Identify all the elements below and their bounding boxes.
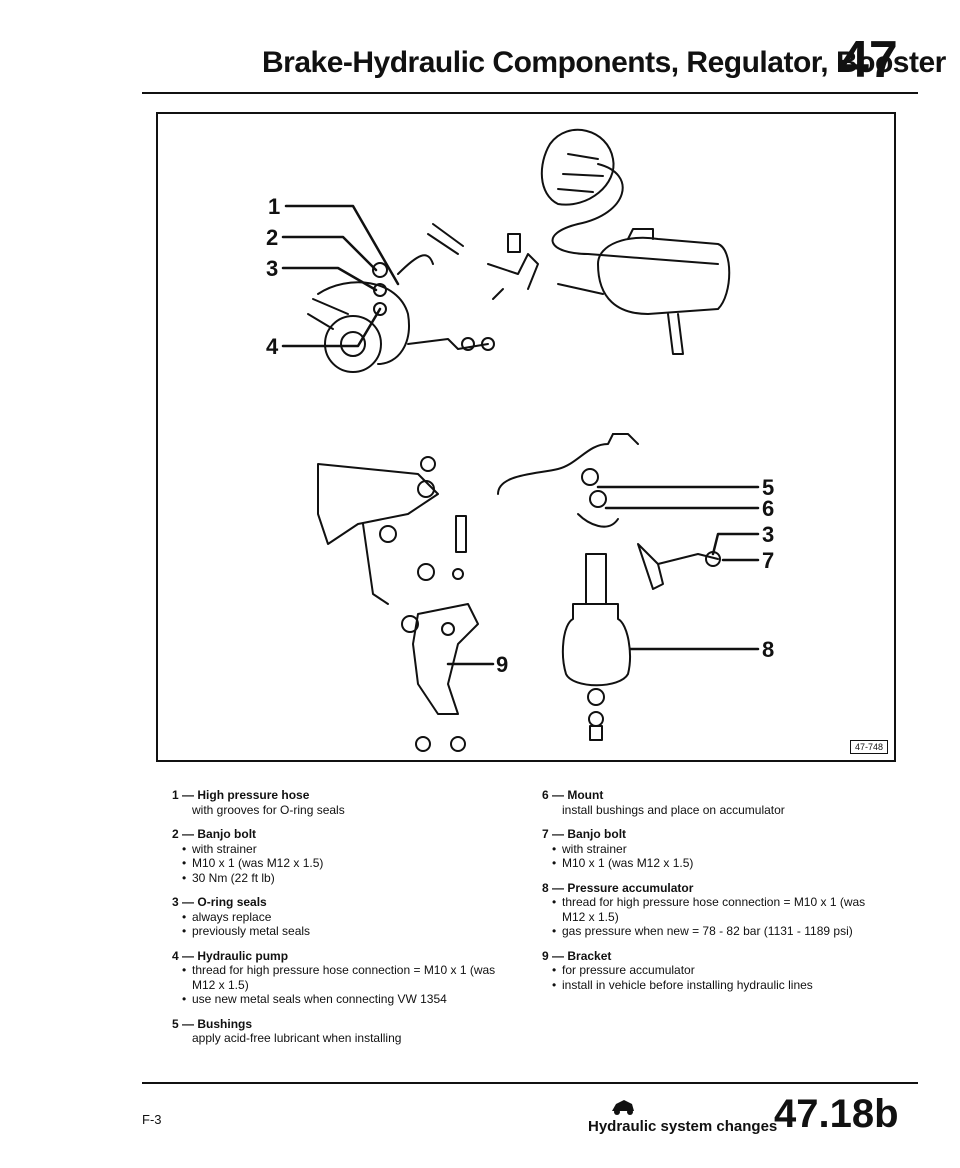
legend-item-name: Banjo bolt	[567, 827, 627, 841]
legend-item: 2 — Banjo boltwith strainerM10 x 1 (was …	[172, 827, 502, 885]
legend-item-title: 1 — High pressure hose	[172, 788, 310, 802]
fluid-tank-drawing	[557, 228, 731, 355]
footer-caption: Hydraulic system changes	[588, 1118, 778, 1135]
legend-item-number: 9	[542, 948, 549, 963]
legend-bullet: M10 x 1 (was M12 x 1.5)	[542, 856, 872, 871]
legend-item-title: 4 — Hydraulic pump	[172, 948, 289, 963]
footer-rule	[142, 1082, 918, 1084]
legend-bullet: with strainer	[542, 842, 872, 857]
legend-note: with grooves for O-ring seals	[192, 802, 345, 817]
legend-item-name: Bracket	[567, 948, 612, 963]
callout-leader-lines	[281, 204, 760, 666]
legend-bullet: thread for high pressure hose connection…	[542, 895, 872, 924]
callout-1: 1	[268, 194, 280, 219]
legend-item-number: 7	[542, 827, 549, 841]
legend-item-title: 8 — Pressure accumulator	[542, 880, 694, 895]
legend-item-number: 4	[172, 948, 179, 963]
legend-bullet: thread for high pressure hose connection…	[172, 963, 502, 992]
legend-bullet: always replace	[172, 910, 502, 925]
page-id: F-3	[142, 1112, 162, 1127]
callout-2: 2	[266, 225, 278, 250]
legend-item-name: O-ring seals	[197, 895, 267, 909]
callout-7: 7	[762, 548, 774, 573]
legend-item-number: 8	[542, 880, 549, 895]
vehicle-icon	[612, 1100, 634, 1115]
legend-note: apply acid-free lubricant when installin…	[192, 1031, 402, 1045]
pressure-accumulator-drawing	[561, 553, 631, 741]
legend-item-name: Hydraulic pump	[197, 948, 289, 963]
legend-bullet: 30 Nm (22 ft lb)	[172, 871, 502, 886]
accumulator-bracket-drawing	[401, 603, 479, 752]
page-number: 47.18b	[774, 1092, 899, 1136]
legend-bullet: M10 x 1 (was M12 x 1.5)	[172, 856, 502, 871]
legend-item-name: Bushings	[197, 1016, 253, 1031]
legend-item-title: 3 — O-ring seals	[172, 895, 267, 909]
legend-item-title: 7 — Banjo bolt	[542, 827, 627, 841]
legend-bullet: previously metal seals	[172, 924, 502, 939]
legend-bullet: for pressure accumulator	[542, 963, 872, 978]
legend-item-name: Mount	[567, 788, 604, 802]
legend-item: 9 — Bracketfor pressure accumulatorinsta…	[542, 949, 872, 993]
legend-item-number: 6	[542, 788, 549, 802]
callout-8: 8	[762, 637, 774, 662]
legend-item-title: 2 — Banjo bolt	[172, 827, 257, 841]
legend-item-name: Pressure accumulator	[567, 880, 694, 895]
callout-3-right: 3	[762, 522, 774, 547]
hydraulic-components-illustration: 1 2 3 4 5 6 3 7 8 9	[266, 128, 774, 752]
legend-item: 7 — Banjo boltwith strainerM10 x 1 (was …	[542, 827, 872, 871]
page-title: Brake-Hydraulic Components, Regulator, B…	[262, 46, 946, 79]
legend-item-number: 5	[172, 1016, 179, 1031]
callout-6: 6	[762, 496, 774, 521]
hose-fittings-drawing	[427, 223, 539, 300]
legend-item-title: 6 — Mount	[542, 788, 604, 802]
callout-9: 9	[496, 652, 508, 677]
figure-code: 47-748	[849, 740, 888, 754]
header-rule	[142, 92, 918, 94]
legend-bullet: gas pressure when new = 78 - 82 bar (113…	[542, 924, 872, 939]
legend-item-title: 5 — Bushings	[172, 1016, 253, 1031]
legend-bullet: with strainer	[172, 842, 502, 857]
legend-item: 8 — Pressure accumulatorthread for high …	[542, 881, 872, 939]
accumulator-line-drawing	[497, 433, 721, 590]
hydraulic-pump-drawing	[307, 254, 495, 373]
exploded-view-figure: 1 2 3 4 5 6 3 7 8 9 47-748	[156, 112, 896, 762]
mount-bracket-drawing	[317, 456, 467, 605]
legend-note: install bushings and place on accumulato…	[562, 802, 785, 817]
chapter-number: 47	[840, 31, 898, 89]
legend-item-number: 3	[172, 895, 179, 909]
reservoir-drawing	[540, 128, 719, 265]
callout-3: 3	[266, 256, 278, 281]
callout-4: 4	[266, 334, 279, 359]
legend-item: 4 — Hydraulic pumpthread for high pressu…	[172, 949, 502, 1007]
legend-item: 3 — O-ring sealsalways replacepreviously…	[172, 895, 502, 939]
legend-item-number: 1	[172, 788, 179, 802]
legend-bullet: use new metal seals when connecting VW 1…	[172, 992, 502, 1007]
legend-item-number: 2	[172, 827, 179, 841]
legend-bullet: install in vehicle before installing hyd…	[542, 978, 872, 993]
callout-labels: 1 2 3 4 5 6 3 7 8 9	[266, 194, 774, 677]
legend-item-name: High pressure hose	[197, 788, 310, 802]
legend-item-title: 9 — Bracket	[542, 948, 612, 963]
legend-item-name: Banjo bolt	[197, 827, 257, 841]
callout-5: 5	[762, 475, 774, 500]
